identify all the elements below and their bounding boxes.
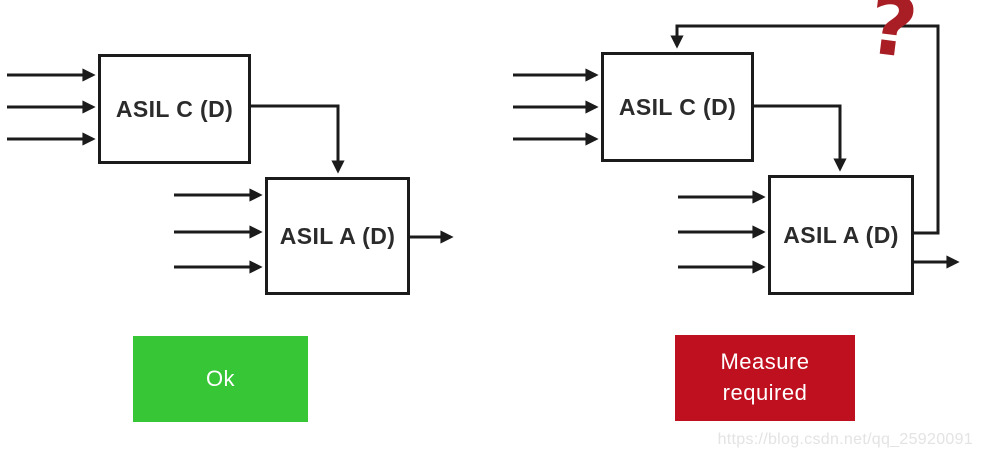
right-upstream-to-downstream-connector <box>753 104 847 172</box>
right-asil-c-block: ASIL C (D) <box>601 52 754 162</box>
watermark: https://blog.csdn.net/qq_25920091 <box>717 431 973 448</box>
right-verdict-measure-label: Measure required <box>720 349 810 405</box>
right-asil-c-label: ASIL C (D) <box>618 93 737 120</box>
left-verdict-ok-label: Ok <box>205 365 236 391</box>
right-feedback-loop-connector <box>670 24 940 235</box>
right-asil-a-label: ASIL A (D) <box>783 221 899 248</box>
left-asil-c-label: ASIL C (D) <box>115 95 234 122</box>
left-asil-a-block: ASIL A (D) <box>265 177 410 295</box>
right-verdict-measure-box: Measure required <box>675 335 855 421</box>
left-upstream-to-downstream-connector <box>250 104 345 174</box>
right-asil-a-block: ASIL A (D) <box>768 175 914 295</box>
left-verdict-ok-box: Ok <box>133 336 308 422</box>
left-asil-a-label: ASIL A (D) <box>279 222 396 249</box>
left-asil-c-block: ASIL C (D) <box>98 54 251 164</box>
